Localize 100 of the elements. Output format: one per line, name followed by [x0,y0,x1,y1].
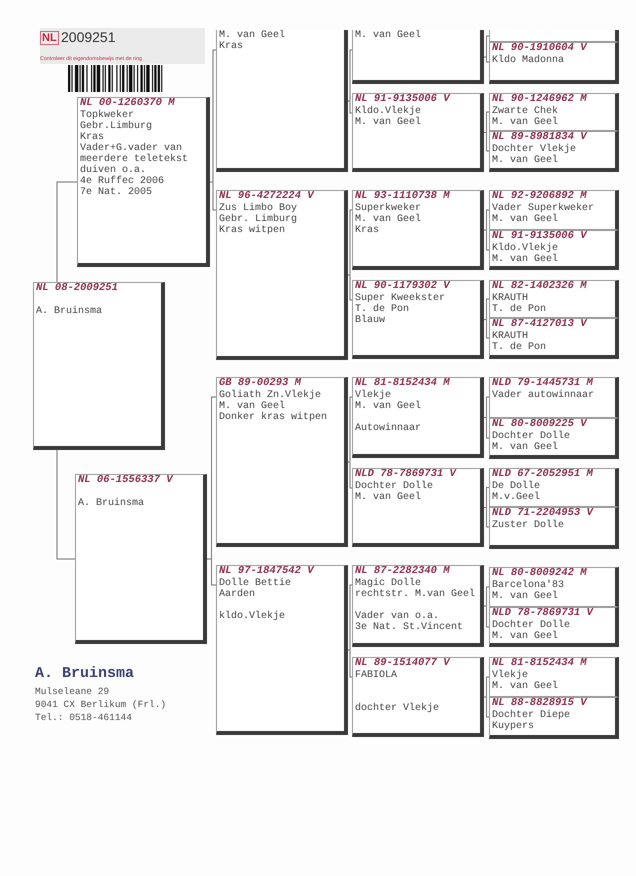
pedigree-card [489,93,619,131]
ring-number: NL 93-1110738 M [355,191,450,202]
ring-number: NLD 78-7869731 V [355,469,456,480]
connector-line [484,36,490,58]
ring-number: NL 90-1910604 V [492,43,587,54]
ring-number: NL 91-9135006 V [355,94,450,106]
ring-number: NL 89-1514077 V [355,658,450,670]
pedigree-card [352,190,484,270]
info-text: Gebr.Limburg [80,120,152,132]
pedigree-card [352,280,484,359]
info-text: kldo.Vlekje [219,610,286,622]
info-text: Vader autowinnaar [492,390,594,400]
info-text: Kuypers [492,720,534,732]
info-text: T. de Pon [355,304,410,314]
pedigree-card [77,97,210,267]
pedigree-card [33,282,165,450]
info-text: Donker kras witpen [219,412,328,422]
info-text: Dochter Dolle [492,620,570,630]
owner-name: A. Bruinsma [35,666,134,682]
connector-line [484,298,490,320]
connector-line [484,56,490,62]
ring-number: NL 80-8009225 V [492,419,587,430]
phone-number: Tel.: 0518-461144 [35,712,132,723]
pedigree-card [216,565,348,735]
ring-number: NL 90-1246962 M [492,94,587,106]
connector-line [484,132,490,152]
ring-number: NLD 67-2052951 M [492,469,593,480]
connector-line [484,586,490,606]
ring-number: GB 89-00293 M [219,378,301,390]
pedigree-card [489,131,619,172]
info-text: Super Kweekster [355,292,446,304]
info-text: Autowinnaar [355,422,422,434]
info-text: T. de Pon [492,342,546,352]
ring-number: NLD 71-2204953 V [492,508,593,520]
info-text: M. van Geel [492,154,558,166]
pedigree-card [352,93,484,172]
info-text: 3e Nat. St.Vincent [355,622,464,632]
connector-line [348,650,352,678]
connector-line [210,182,216,210]
ring-number: NL 80-8009242 M [492,568,587,580]
info-text: M. van Geel [355,492,422,502]
pedigree-card [489,318,619,359]
info-text: M. van Geel [492,254,558,264]
ring-number: NL 06-1556337 V [78,475,173,486]
ring-number: NL 87-2282340 M [355,566,450,578]
connector-line [206,558,216,586]
ring-number: NL 96-4272224 V [219,191,314,202]
connector-line [484,606,490,628]
pedigree-card [489,418,619,459]
connector-line [56,182,78,282]
info-text: Vader Superkweker [492,202,594,214]
info-text: M. van Geel [355,116,422,128]
pedigree-card [489,377,619,418]
info-text: Blauw [355,314,386,326]
connector-line [484,230,490,250]
info-text: Vader+G.vader van meerdere teletekst duiven o.a. [80,142,190,176]
info-text: M. van Geel [355,214,422,224]
connector-line [348,396,352,462]
pedigree-card [489,280,619,318]
ring-number: NL 90-1179302 V [355,281,450,292]
info-text: Dochter Diepe [492,710,570,720]
connector-line [484,487,490,508]
pedigree-card [216,190,348,360]
pedigree-card [489,190,619,230]
connector-line [348,462,352,488]
connector-line [56,450,76,560]
info-text: Vlekje [492,670,528,680]
info-text: Kras [219,41,244,52]
connector-line [484,210,490,230]
info-text: KRAUTH [492,330,528,342]
info-text: Topkweker [80,110,134,120]
ring-number: NL 92-9206892 M [492,191,587,202]
info-text: FABIOLA [355,670,398,680]
connector-line [484,507,490,528]
ring-number: NL 82-1402326 M [492,281,587,292]
ring-number: NL 91-9135006 V [492,231,587,242]
connector-line [484,319,490,338]
info-text: M. van Geel [492,680,558,692]
info-text: Magic Dolle [355,578,422,588]
info-text: T. de Pon [492,304,546,314]
ring-number: NL 08-2009251 [36,283,118,294]
info-text: Dolle Bettie [219,578,292,588]
pedigree-card [352,377,484,458]
pedigree-card [75,474,207,644]
info-text: Kldo Madonna [492,54,564,66]
info-text: A. Bruinsma [78,498,144,508]
pedigree-card [489,230,619,270]
info-text: M. van Geel [219,30,286,41]
info-text: rechtstr. M.van Geel [355,588,476,600]
info-text: Kldo.Vlekje [355,106,422,116]
info-text: M. van Geel [219,400,286,412]
info-text: M. van Geel [492,590,558,602]
info-text: Goliath Zn.Vlekje [219,390,322,400]
connector-line [210,50,216,182]
info-text: A. Bruinsma [36,306,102,316]
ring-number: NL 81-8152434 M [492,658,587,670]
info-text: M. van Geel [492,630,558,642]
pedigree-card [489,30,619,42]
ring-number: NLD 79-1445731 M [492,378,593,390]
pedigree-card [489,42,619,84]
